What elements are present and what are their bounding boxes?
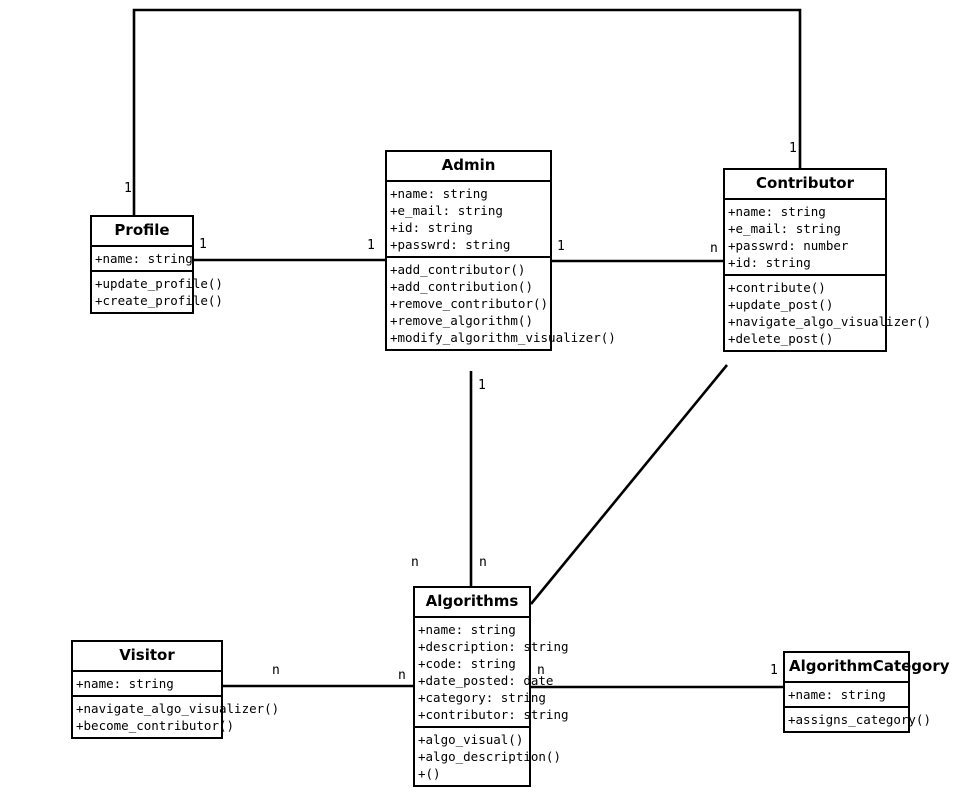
method-row: +add_contributor() <box>390 261 526 277</box>
multiplicity-visitor-right: n <box>272 663 280 678</box>
attribute-row: +id: string <box>390 219 473 235</box>
class-attributes-algorithm-category: +name: string <box>785 683 908 708</box>
attribute-row: +contributor: string <box>418 706 569 722</box>
attribute-row: +category: string <box>418 689 546 705</box>
class-methods-contributor: +contribute() +update_post() +navigate_a… <box>725 276 932 350</box>
multiplicity-algorithms-left: n <box>398 668 406 683</box>
multiplicity-algorithm-category-left: 1 <box>770 663 778 678</box>
multiplicity-algorithms-top-left: n <box>411 555 419 570</box>
class-title-visitor: Visitor <box>73 642 221 672</box>
attribute-row: +passwrd: string <box>390 236 511 252</box>
multiplicity-algorithms-top: n <box>479 555 487 570</box>
method-row: +modify_algorithm_visualizer() <box>390 329 616 345</box>
method-row: +update_profile() <box>95 275 223 291</box>
class-methods-algorithm-category: +assigns_category() <box>785 708 931 731</box>
multiplicity-admin-bottom: 1 <box>478 378 486 393</box>
attribute-row: +name: string <box>418 621 516 637</box>
class-attributes-admin: +name: string +e_mail: string +id: strin… <box>387 182 550 258</box>
class-box-profile[interactable]: Profile +name: string +update_profile() … <box>90 215 223 314</box>
class-title-admin: Admin <box>387 152 550 182</box>
attribute-row: +description: string <box>418 638 569 654</box>
class-attributes-algorithms: +name: string +description: string +code… <box>415 618 569 728</box>
attribute-row: +code: string <box>418 655 516 671</box>
method-row: +delete_post() <box>728 330 834 346</box>
class-box-admin[interactable]: Admin +name: string +e_mail: string +id:… <box>385 150 616 351</box>
multiplicity-profile-top: 1 <box>124 181 132 196</box>
method-row: +remove_algorithm() <box>390 312 533 328</box>
method-row: +update_post() <box>728 296 834 312</box>
class-title-contributor: Contributor <box>725 170 885 200</box>
class-attributes-profile: +name: string <box>92 247 193 272</box>
class-title-profile: Profile <box>92 217 192 247</box>
multiplicity-admin-left: 1 <box>367 238 375 253</box>
attribute-row: +name: string <box>76 675 174 691</box>
class-methods-algorithms: +algo_visual() +algo_description() +() <box>415 728 561 785</box>
class-methods-profile: +update_profile() +create_profile() <box>92 272 223 312</box>
class-box-algorithms[interactable]: Algorithms +name: string +description: s… <box>413 586 569 787</box>
method-row: +navigate_algo_visualizer() <box>728 313 932 329</box>
attribute-row: +date_posted: date <box>418 672 554 688</box>
multiplicity-algorithms-right: n <box>537 663 545 678</box>
attribute-row: +name: string <box>390 185 488 201</box>
method-row: +navigate_algo_visualizer() <box>76 700 280 716</box>
class-attributes-contributor: +name: string +e_mail: string +passwrd: … <box>725 200 885 276</box>
attribute-row: +name: string <box>95 250 193 266</box>
class-box-contributor[interactable]: Contributor +name: string +e_mail: strin… <box>723 168 932 352</box>
class-methods-admin: +add_contributor() +add_contribution() +… <box>387 258 616 349</box>
method-row: +() <box>418 765 441 781</box>
method-row: +become_contributor() <box>76 717 235 733</box>
attribute-row: +name: string <box>728 203 826 219</box>
class-title-algorithms: Algorithms <box>415 588 529 618</box>
method-row: +create_profile() <box>95 292 223 308</box>
class-box-algorithm-category[interactable]: AlgorithmCategory +name: string +assigns… <box>783 651 950 733</box>
method-row: +contribute() <box>728 279 826 295</box>
attribute-row: +id: string <box>728 254 811 270</box>
multiplicity-contributor-left: n <box>710 241 718 256</box>
class-title-algorithm-category: AlgorithmCategory <box>785 653 950 683</box>
method-row: +algo_visual() <box>418 731 524 747</box>
multiplicity-profile-right: 1 <box>199 237 207 252</box>
method-row: +remove_contributor() <box>390 295 549 311</box>
attribute-row: +e_mail: string <box>728 220 841 236</box>
multiplicity-admin-right: 1 <box>557 239 565 254</box>
class-methods-visitor: +navigate_algo_visualizer() +become_cont… <box>73 697 280 737</box>
class-attributes-visitor: +name: string <box>73 672 221 697</box>
attribute-row: +name: string <box>788 686 886 702</box>
attribute-row: +passwrd: number <box>728 237 849 253</box>
method-row: +algo_description() <box>418 748 561 764</box>
multiplicity-contributor-top: 1 <box>789 141 797 156</box>
edge-contributor-algorithms <box>529 364 729 605</box>
method-row: +assigns_category() <box>788 711 931 727</box>
method-row: +add_contribution() <box>390 278 533 294</box>
attribute-row: +e_mail: string <box>390 202 503 218</box>
class-box-visitor[interactable]: Visitor +name: string +navigate_algo_vis… <box>71 640 280 739</box>
